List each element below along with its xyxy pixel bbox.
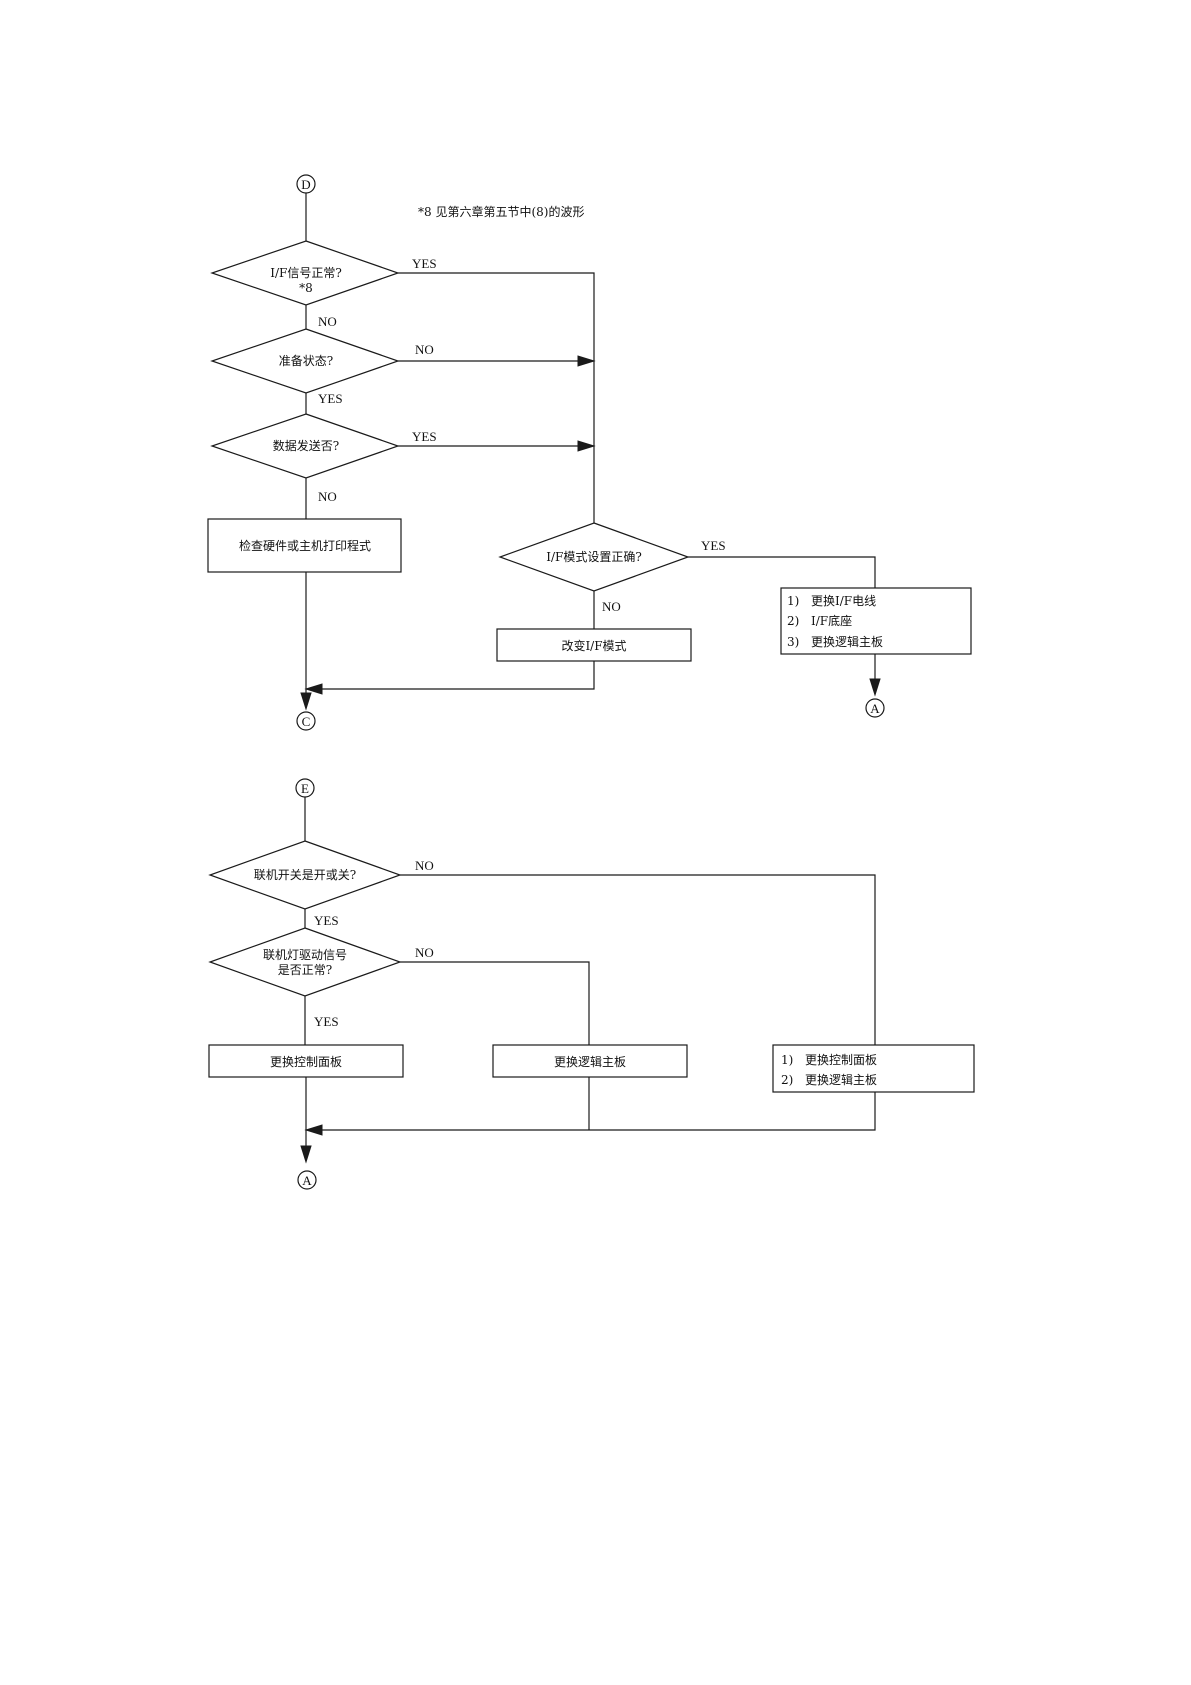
edge-switch-no xyxy=(400,875,875,1045)
svg-text:I/F模式设置正确?: I/F模式设置正确? xyxy=(546,550,642,564)
edge-mode-yes xyxy=(688,557,875,588)
label-yes-data: YES xyxy=(412,429,437,444)
decision-online-switch: 联机开关是开或关? xyxy=(210,841,400,909)
label-no-ready: NO xyxy=(415,342,434,357)
label-no-mode: NO xyxy=(602,599,621,614)
edge-signal-yes xyxy=(398,273,594,523)
decision-if-mode: I/F模式设置正确? xyxy=(500,523,688,591)
svg-text:数据发送否?: 数据发送否? xyxy=(273,438,339,453)
label-no-signal: NO xyxy=(318,314,337,329)
svg-text:更换控制面板: 更换控制面板 xyxy=(270,1055,342,1069)
process-replace-logic-board: 更换逻辑主板 xyxy=(493,1045,687,1077)
svg-text:*8: *8 xyxy=(299,281,313,295)
edge-change-to-c xyxy=(318,661,594,689)
decision-data-sent: 数据发送否? xyxy=(212,414,398,478)
decision-if-signal: I/F信号正常? *8 xyxy=(212,241,398,305)
svg-text:3): 3) xyxy=(787,635,799,649)
connector-a-right: A xyxy=(866,699,884,717)
decision-online-lamp-signal: 联机灯驱动信号 是否正常? xyxy=(210,928,400,996)
svg-text:1): 1) xyxy=(781,1053,793,1067)
connector-c: C xyxy=(297,712,315,730)
svg-text:A: A xyxy=(870,701,880,716)
svg-text:联机开关是开或关?: 联机开关是开或关? xyxy=(254,868,356,882)
label-yes-switch: YES xyxy=(314,913,339,928)
svg-text:检查硬件或主机打印程式: 检查硬件或主机打印程式 xyxy=(239,538,371,553)
svg-text:改变I/F模式: 改变I/F模式 xyxy=(561,638,626,653)
footnote-text: *8 见第六章第五节中(8)的波形 xyxy=(418,204,584,219)
svg-text:联机灯驱动信号: 联机灯驱动信号 xyxy=(263,948,347,962)
svg-text:2): 2) xyxy=(781,1073,793,1087)
edge-lamp-no xyxy=(400,962,589,1045)
svg-text:D: D xyxy=(301,177,310,192)
connector-d: D xyxy=(297,175,315,193)
label-yes-mode: YES xyxy=(701,538,726,553)
svg-text:2): 2) xyxy=(787,614,799,628)
svg-text:更换逻辑主板: 更换逻辑主板 xyxy=(811,635,883,649)
process-check-hardware: 检查硬件或主机打印程式 xyxy=(208,519,401,572)
label-no-switch: NO xyxy=(415,858,434,873)
arrowhead-ready-no xyxy=(578,356,594,366)
label-yes-signal: YES xyxy=(412,256,437,271)
label-no-data: NO xyxy=(318,489,337,504)
svg-text:E: E xyxy=(301,781,309,796)
edge-list2-merge xyxy=(318,1092,875,1130)
process-replace-list-2: 1) 更换控制面板 2) 更换逻辑主板 xyxy=(773,1045,974,1092)
arrowhead-data-yes xyxy=(578,441,594,451)
svg-text:更换逻辑主板: 更换逻辑主板 xyxy=(805,1073,877,1087)
svg-text:A: A xyxy=(302,1173,312,1188)
arrowhead-to-c xyxy=(301,693,311,709)
svg-text:更换逻辑主板: 更换逻辑主板 xyxy=(554,1055,626,1069)
svg-text:准备状态?: 准备状态? xyxy=(279,354,333,368)
connector-e: E xyxy=(296,779,314,797)
arrowhead-merge xyxy=(306,1125,322,1135)
svg-text:更换控制面板: 更换控制面板 xyxy=(805,1053,877,1067)
svg-text:1): 1) xyxy=(787,594,799,608)
process-change-if-mode: 改变I/F模式 xyxy=(497,629,691,661)
label-yes-lamp: YES xyxy=(314,1014,339,1029)
svg-text:I/F底座: I/F底座 xyxy=(811,613,852,628)
label-no-lamp: NO xyxy=(415,945,434,960)
svg-text:是否正常?: 是否正常? xyxy=(278,963,332,977)
connector-a-bottom: A xyxy=(298,1171,316,1189)
process-replace-control-panel: 更换控制面板 xyxy=(209,1045,403,1077)
svg-text:I/F信号正常?: I/F信号正常? xyxy=(270,266,342,280)
process-replace-list-1: 1) 更换I/F电线 2) I/F底座 3) 更换逻辑主板 xyxy=(781,588,971,654)
svg-text:C: C xyxy=(302,714,311,729)
arrowhead-to-a-bottom xyxy=(301,1146,311,1162)
label-yes-ready: YES xyxy=(318,391,343,406)
decision-ready-state: 准备状态? xyxy=(212,329,398,393)
arrowhead-list-to-a xyxy=(870,679,880,695)
svg-text:更换I/F电线: 更换I/F电线 xyxy=(811,594,876,608)
